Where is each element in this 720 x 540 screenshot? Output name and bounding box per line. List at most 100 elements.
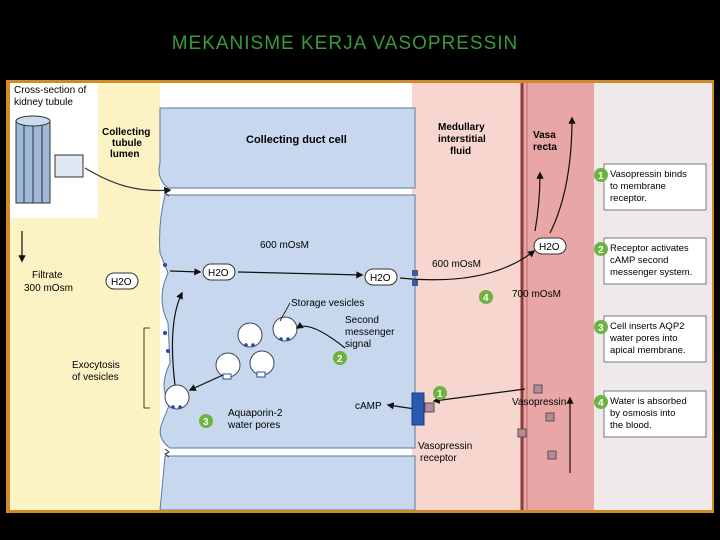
step-badge-2-text: 2 (337, 354, 343, 365)
lumen-label: Collecting (102, 127, 150, 138)
storage-vesicle-4 (249, 350, 275, 378)
svg-text:2: 2 (598, 245, 604, 256)
aquaporin-label-2: water pores (227, 420, 280, 431)
svg-text:messenger system.: messenger system. (610, 267, 692, 278)
storage-vesicle-3 (215, 352, 241, 380)
basolateral-pore (412, 270, 418, 276)
aquaporin-label: Aquaporin-2 (228, 408, 283, 419)
water-entry-arrow (169, 268, 202, 276)
svg-text:water pores into: water pores into (609, 333, 678, 344)
filtrate-label: Filtrate (32, 270, 63, 281)
vasopressin-molecule-4 (547, 450, 557, 460)
second-messenger-label: Second (345, 315, 379, 326)
collecting-duct-cell-top (158, 107, 416, 189)
vasopressin-molecule-3 (517, 428, 527, 438)
receptor-label-2: receptor (420, 453, 457, 464)
svg-text:Cell inserts AQP2: Cell inserts AQP2 (610, 321, 684, 332)
tight-junction-bottom (164, 448, 170, 458)
vasa-recta-label-2: recta (533, 142, 557, 153)
cell-label: Collecting duct cell (246, 134, 347, 146)
h2o-label-interstitial: H2O (370, 273, 391, 284)
water-cross-arrow (237, 271, 364, 279)
exocytosis-label-2: of vesicles (72, 372, 119, 383)
exocytosis-vesicle (164, 384, 190, 410)
blood-flow-arrow-1 (549, 116, 576, 234)
water-to-blood-arrow (399, 250, 536, 281)
interstitial-osmolarity: 600 mOsM (432, 259, 481, 270)
svg-text:to membrane: to membrane (610, 181, 666, 192)
svg-text:the blood.: the blood. (610, 420, 652, 431)
lumen-label-3: lumen (110, 149, 139, 160)
h2o-box-interstitial (364, 268, 398, 286)
collecting-duct-cell-bottom (159, 455, 416, 510)
vasopressin-receptor (411, 392, 425, 426)
cell-osmolarity: 600 mOsM (260, 240, 309, 251)
lumen-label-2: tubule (112, 138, 142, 149)
medullary-label-3: fluid (450, 146, 471, 157)
inset-zoom-arrow (84, 167, 172, 195)
step-badge-3 (199, 414, 213, 428)
h2o-label-cell: H2O (208, 268, 229, 279)
vasopressin-molecule-2 (545, 412, 555, 422)
step-box-2: 2 Receptor activates cAMP second messeng… (594, 237, 707, 285)
slide-title: MEKANISME KERJA VASOPRESSIN (171, 33, 519, 54)
aquaporin-membrane (163, 263, 167, 267)
aquaporin-membrane-2 (163, 331, 167, 335)
aquaporin-membrane-3 (166, 349, 170, 353)
storage-vesicle-2 (272, 316, 298, 342)
step-badge-2 (333, 351, 347, 365)
svg-text:by osmosis into: by osmosis into (610, 408, 675, 419)
blood-region (522, 83, 594, 510)
svg-text:Vasopressin binds: Vasopressin binds (610, 169, 687, 180)
svg-text:Water is absorbed: Water is absorbed (610, 396, 687, 407)
interstitial-region (412, 83, 522, 510)
step-box-3: 3 Cell inserts AQP2 water pores into api… (594, 315, 707, 363)
vasopressin-label: Vasopressin (512, 397, 566, 408)
svg-text:4: 4 (598, 398, 604, 409)
step-badge-1 (433, 386, 447, 400)
svg-text:cAMP second: cAMP second (610, 255, 668, 266)
storage-leader (279, 302, 291, 322)
vasa-recta-label: Vasa (533, 130, 556, 141)
svg-text:apical membrane.: apical membrane. (610, 345, 686, 356)
camp-arrow (386, 402, 416, 410)
h2o-box-lumen (105, 272, 139, 290)
exocytosis-bracket (143, 327, 150, 409)
step-badge-3-text: 3 (203, 417, 209, 428)
steps-region (594, 83, 712, 510)
kidney-tubule-illustration (15, 115, 84, 204)
second-messenger-label-2: messenger (345, 327, 395, 338)
svg-text:3: 3 (598, 323, 604, 334)
vasopressin-binding-arrow (432, 388, 526, 404)
step-box-1: 1 Vasopressin binds to membrane receptor… (594, 163, 707, 211)
storage-vesicle (237, 322, 263, 348)
second-messenger-arrow (295, 321, 346, 349)
filtrate-osmolarity: 300 mOsm (24, 283, 73, 294)
step-badge-4 (479, 290, 493, 304)
basolateral-pore-2 (412, 280, 418, 286)
storage-vesicles-label: Storage vesicles (291, 298, 364, 309)
step-badge-4-text: 4 (483, 293, 489, 304)
vesicle-to-membrane-arrow (188, 374, 224, 391)
camp-label: cAMP (355, 401, 382, 412)
vasopressin-molecule (533, 384, 543, 394)
step-box-4: 4 Water is absorbed by osmosis into the … (594, 390, 707, 438)
cross-section-label-2: kidney tubule (14, 97, 73, 108)
exocytosis-label: Exocytosis (72, 360, 120, 371)
svg-text:1: 1 (598, 171, 604, 182)
second-messenger-label-3: signal (345, 339, 371, 350)
medullary-label-2: interstitial (438, 134, 486, 145)
blood-flow-arrow-2 (534, 171, 544, 232)
cross-section-label: Cross-section of (14, 85, 86, 96)
blood-osmolarity: 700 mOsM (512, 289, 561, 300)
exocytosis-arrow (171, 291, 183, 386)
svg-text:receptor.: receptor. (610, 193, 647, 204)
h2o-box-blood (533, 237, 567, 255)
h2o-box-cell (202, 263, 236, 281)
receptor-label: Vasopressin (418, 441, 472, 452)
medullary-label: Medullary (438, 122, 485, 133)
svg-text:Receptor activates: Receptor activates (610, 243, 689, 254)
h2o-label-lumen: H2O (111, 277, 132, 288)
h2o-label-blood: H2O (539, 242, 560, 253)
bound-vasopressin (424, 402, 435, 413)
